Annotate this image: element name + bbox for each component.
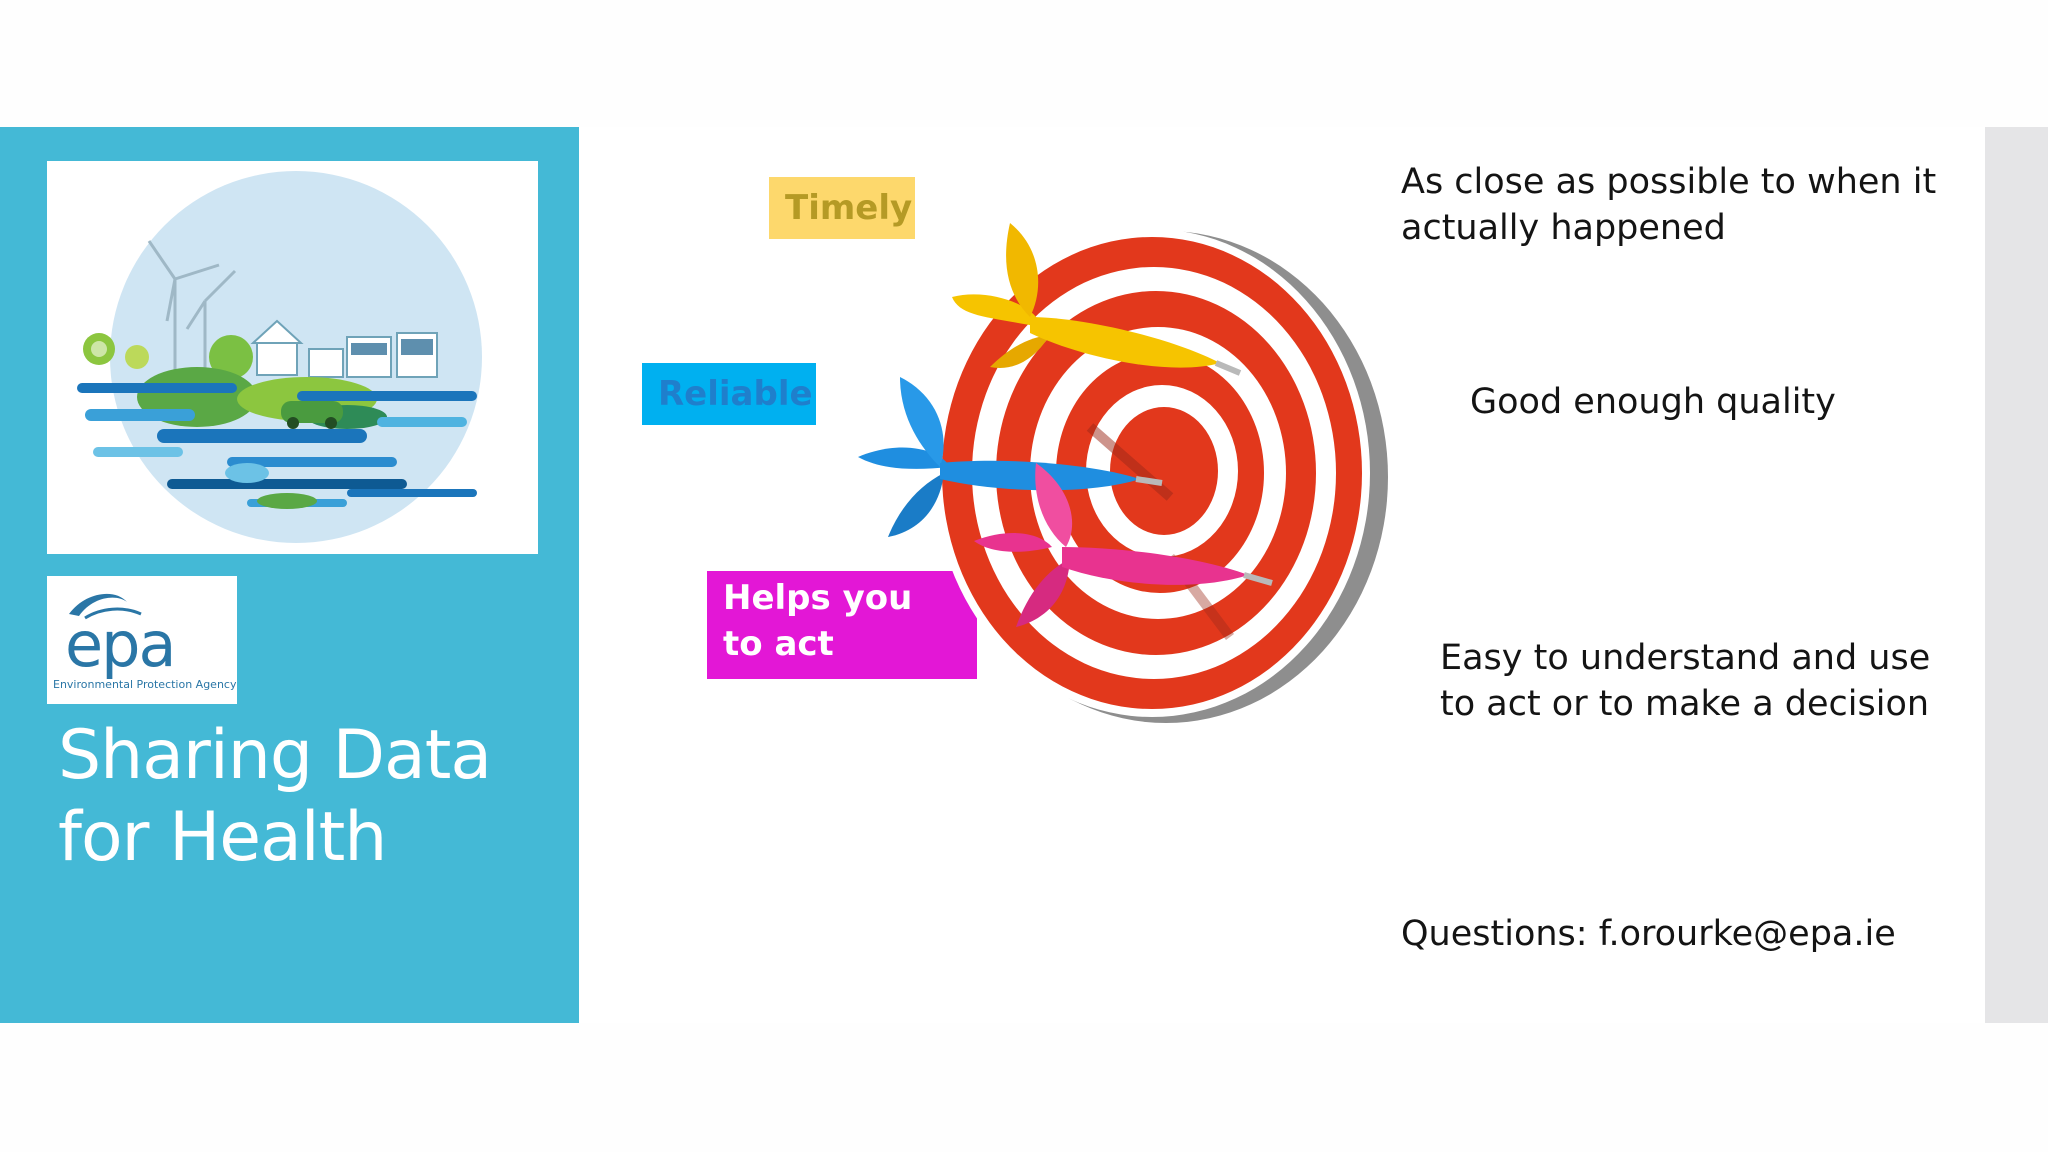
timely-description: As close as possible to when it actually… <box>1401 162 1937 248</box>
epa-logo: epa Environmental Protection Agency <box>47 576 237 704</box>
reliable-description: Good enough quality <box>1470 382 1836 422</box>
slide: epa Environmental Protection Agency Shar… <box>0 127 2048 1023</box>
epa-wordmark: epa <box>65 608 176 681</box>
epa-swoosh-icon <box>69 593 142 620</box>
right-edge-strip <box>1985 127 2048 1023</box>
title-line-1: Sharing Data <box>58 716 492 795</box>
dart-icon <box>858 223 1273 627</box>
contact-email[interactable]: Questions: f.orourke@epa.ie <box>1401 914 1896 954</box>
page-title: Sharing Data for Health <box>58 715 558 879</box>
title-line-2: for Health <box>58 798 387 877</box>
timely-tag: Timely <box>769 177 915 239</box>
title-panel: epa Environmental Protection Agency Shar… <box>0 127 579 1023</box>
epa-subtitle: Environmental Protection Agency <box>53 678 237 691</box>
sustainable-city-illustration <box>47 161 538 554</box>
helps-tag: Helps you to act <box>707 571 977 679</box>
dartboard-target-icon <box>840 167 1460 787</box>
reliable-tag: Reliable <box>642 363 816 425</box>
helps-description: Easy to understand and use to act or to … <box>1440 638 1931 724</box>
